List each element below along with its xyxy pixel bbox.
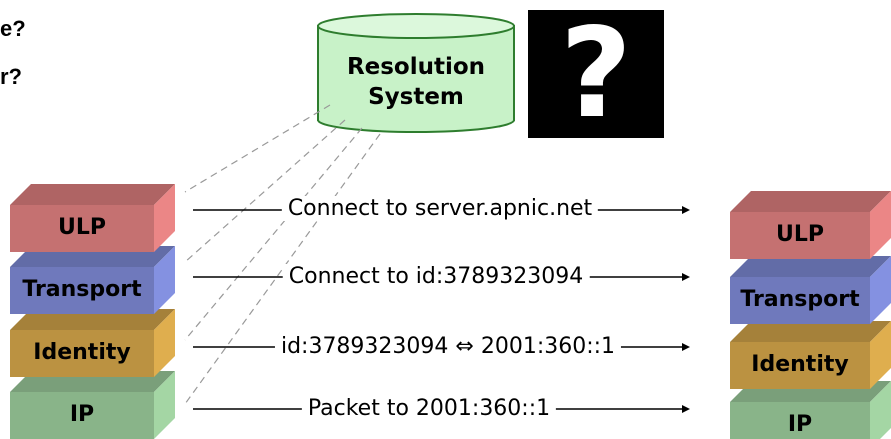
block-front-face bbox=[10, 205, 154, 252]
block-front-face bbox=[10, 267, 154, 314]
block-top-face bbox=[10, 309, 175, 330]
right-layer-label-identity: Identity bbox=[751, 352, 849, 377]
block-top-face bbox=[730, 321, 891, 342]
cut-off-question-2: r? bbox=[0, 64, 22, 89]
right-layer-label-ip: IP bbox=[787, 412, 813, 437]
block-front-face bbox=[10, 330, 154, 377]
left-layer-label-ip: IP bbox=[69, 402, 95, 427]
right-layer-identity-block bbox=[730, 321, 891, 389]
right-layer-transport-block bbox=[730, 256, 891, 324]
block-side-face bbox=[154, 309, 175, 377]
left-protocol-stack bbox=[10, 184, 175, 439]
block-front-face bbox=[730, 277, 870, 324]
message-id-mapping: id:3789323094 ⇔ 2001:360::1 bbox=[274, 334, 622, 359]
block-side-face bbox=[870, 191, 891, 259]
block-side-face bbox=[154, 371, 175, 439]
right-protocol-stack bbox=[730, 191, 891, 439]
block-front-face bbox=[10, 392, 154, 439]
left-layer-ulp-block bbox=[10, 184, 175, 252]
message-packet-to: Packet to 2001:360::1 bbox=[301, 396, 557, 421]
block-side-face bbox=[870, 256, 891, 324]
question-mark-box: ? bbox=[528, 10, 664, 138]
block-top-face bbox=[10, 184, 175, 205]
resolution-system-label: Resolution System bbox=[318, 52, 514, 112]
left-layer-label-ulp: ULP bbox=[57, 215, 106, 240]
right-layer-label-ulp: ULP bbox=[775, 222, 824, 247]
block-side-face bbox=[154, 246, 175, 314]
resolution-label-line2: System bbox=[368, 84, 464, 110]
resolution-system-database bbox=[317, 13, 515, 133]
message-connect-hostname: Connect to server.apnic.net bbox=[281, 196, 599, 221]
left-layer-label-transport: Transport bbox=[22, 277, 142, 302]
right-layer-label-transport: Transport bbox=[740, 287, 860, 312]
left-layer-identity-block bbox=[10, 309, 175, 377]
block-top-face bbox=[730, 191, 891, 212]
block-front-face bbox=[730, 402, 870, 439]
block-side-face bbox=[154, 184, 175, 252]
block-side-face bbox=[870, 381, 891, 439]
left-layer-label-identity: Identity bbox=[33, 340, 131, 365]
message-connect-id: Connect to id:3789323094 bbox=[282, 264, 590, 289]
message-arrows bbox=[193, 206, 690, 413]
block-front-face bbox=[730, 342, 870, 389]
block-top-face bbox=[730, 256, 891, 277]
right-layer-ulp-block bbox=[730, 191, 891, 259]
resolution-label-line1: Resolution bbox=[346, 54, 486, 80]
cut-off-question-1: e? bbox=[0, 16, 26, 41]
block-front-face bbox=[730, 212, 870, 259]
resolution-dashed-links bbox=[184, 104, 381, 405]
block-side-face bbox=[870, 321, 891, 389]
